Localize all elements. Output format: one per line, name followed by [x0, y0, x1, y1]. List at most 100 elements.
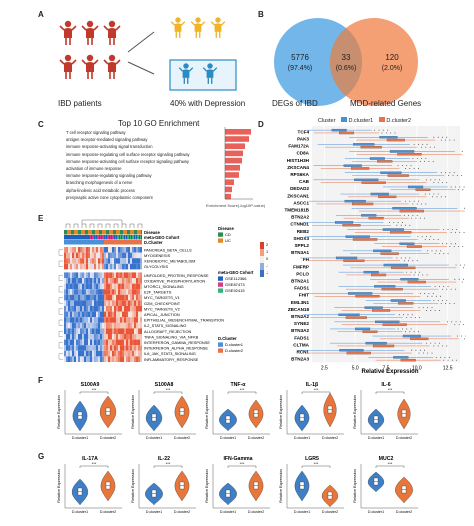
violin-ylabel: Relative Expression [353, 395, 357, 429]
gene-box [353, 143, 375, 146]
cluster2-legend-label: D.cluster2 [386, 118, 412, 124]
panel-d-xlabel: Relative Expression [361, 369, 418, 375]
gene-box [399, 242, 415, 245]
gene-label: EML3N1 [291, 300, 310, 305]
panel-label-g: G [38, 452, 45, 461]
violin-title: MUC2 [379, 456, 394, 462]
gene-box [374, 285, 396, 288]
scale-tick-label: 0 [266, 257, 268, 261]
gene-box [343, 259, 365, 262]
venn-left-pct: (97.4%) [288, 65, 313, 72]
go-term-label: antigen receptor-mediated signaling path… [66, 137, 148, 143]
gene-label: PCLO [296, 271, 309, 276]
go-bar [225, 143, 245, 149]
gene-box [408, 185, 424, 189]
go-bar [225, 136, 249, 142]
go-term-label: activation of immune response [66, 166, 122, 172]
gene-label: SPPL2 [294, 243, 309, 248]
gene-label: ASCC1 [293, 200, 309, 205]
violin-ylabel: Relative Expression [131, 469, 135, 503]
heatmap-track-label: meta-GEO Cohort [144, 235, 180, 240]
pathway-label: INFLAMMATORY_RESPONSE [144, 357, 199, 362]
go-term-label: immune response-regulating signaling pat… [66, 173, 152, 179]
heatmap-legend-label: D.cluster1 [225, 342, 244, 347]
pathway-label: UNFOLDED_PROTEIN_RESPONSE [144, 273, 209, 278]
violin-ylabel: Relative Expression [205, 469, 209, 503]
violin-xlabel: D.cluster2 [396, 510, 412, 514]
depression-caption: 40% with Depression [170, 99, 246, 108]
heatmap-legend-swatch [218, 276, 223, 281]
pathway-label: TNFA_SIGNALING_VIA_NFKB [144, 334, 199, 339]
pathway-label: EPITHELIAL_MESENCHYMAL_TRANSITION [144, 318, 224, 323]
gene-label: TMEM181B [284, 207, 309, 212]
gene-box [383, 263, 408, 267]
gene-label: FH [303, 257, 310, 262]
pathway-label: G2M_CHECKPOINT [144, 301, 181, 306]
violin-title: LGR5 [305, 456, 319, 462]
gene-box [381, 287, 403, 291]
gene-label: TCF4 [298, 129, 310, 134]
go-bar [225, 165, 240, 171]
pathway-label: IL6_JAK_STAT3_SIGNALING [144, 351, 196, 356]
go-bar [225, 157, 242, 164]
gene-box [375, 320, 400, 324]
gene-label: RCN1 [296, 349, 309, 354]
gene-label: BTN2A2 [291, 215, 309, 220]
gene-label: CAB [299, 179, 310, 184]
go-bar [225, 129, 251, 135]
panel-label-e: E [38, 214, 44, 223]
gene-label: SYNE2 [294, 321, 310, 326]
venn-right-count: 120 [385, 53, 399, 62]
pathway-label: ALLOGRAFT_REJECTION [144, 329, 192, 334]
gene-box [361, 181, 386, 184]
gene-label: DEDAD2 [290, 186, 309, 191]
gene-label: SHOX3 [293, 236, 309, 241]
scale-tick-label: 1 [266, 250, 268, 254]
pathway-label: XENOBIOTIC_METABOLISM [144, 259, 195, 264]
violin-xlabel: D.cluster1 [146, 436, 162, 440]
violin-title: S100A8 [155, 382, 174, 388]
gene-label: BTN2A3 [291, 357, 309, 362]
pathway-label: GLYCOLYSIS [144, 264, 168, 269]
depression-blue-people-icon [178, 63, 218, 84]
svg-text:***: *** [240, 461, 245, 466]
go-bar [225, 150, 243, 157]
gene-box [392, 207, 417, 210]
gene-box [362, 330, 378, 333]
panel-label-f: F [38, 376, 43, 385]
pathway-label: MTORC1_SIGNALING [144, 284, 184, 289]
violin-title: IL-22 [158, 456, 170, 462]
heatmap-legend-swatch [218, 348, 223, 353]
scale-tick-label: -2 [266, 271, 268, 275]
cluster-legend-title: Cluster [318, 118, 336, 124]
gene-box [382, 323, 407, 326]
gene-label: BTN3A2 [291, 328, 309, 333]
scale-tick-label: 2 [266, 243, 268, 247]
pathway-label: MYOGENESIS [144, 253, 171, 258]
heatmap-track-label: D.Cluster [144, 240, 163, 245]
gene-box [347, 292, 373, 295]
pathway-label: IL2_STAT5_SIGNALING [144, 323, 186, 328]
scale-tick-label: -1 [266, 264, 268, 268]
gene-box [382, 228, 404, 231]
go-term-label: T cell receptor signaling pathway [66, 130, 126, 135]
x-tick-label: 2.5 [321, 365, 328, 371]
go-bar [225, 172, 239, 178]
go-bar [225, 193, 231, 200]
go-term-label: branching morphogenesis of a nerve [66, 180, 133, 186]
gene-box [380, 171, 402, 174]
svg-text:***: *** [240, 387, 245, 392]
heatmap-legend-label: GSE112366 [225, 276, 247, 281]
heatmap-legend-title: Disease [218, 226, 235, 231]
gene-box [370, 192, 389, 196]
arrow-up-icon [127, 31, 155, 53]
gene-box [380, 252, 399, 255]
pathway-label: MYC_TARGETS_V2 [144, 306, 180, 311]
gene-box [361, 214, 377, 217]
violin-ylabel: Relative Expression [353, 469, 357, 503]
go-bar [225, 179, 234, 185]
ibd-patients-caption: IBD patients [58, 99, 102, 108]
gene-label: ZKSCAN1 [287, 193, 309, 198]
gene-box [415, 188, 431, 191]
gene-box [390, 231, 412, 234]
